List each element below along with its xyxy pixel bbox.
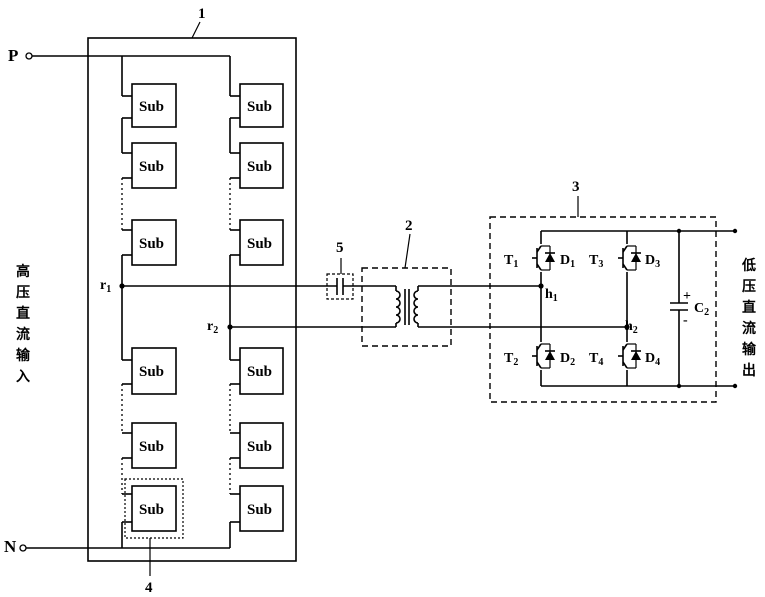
- svg-text:高: 高: [16, 263, 30, 280]
- sub-module: [131, 422, 177, 469]
- node-r2-label: r2: [207, 319, 218, 336]
- node-h1: [538, 283, 544, 289]
- left-column-wiring: [121, 88, 132, 548]
- block-2-outline: [361, 267, 452, 347]
- svg-text:Sub: Sub: [139, 502, 164, 518]
- svg-text:T4: T4: [589, 351, 603, 368]
- svg-text:Sub: Sub: [139, 99, 164, 115]
- input-label: 高 压 直 流 输 入: [16, 263, 31, 385]
- svg-text:D4: D4: [645, 351, 660, 368]
- capacitor-c2: + - C2: [670, 231, 709, 386]
- svg-text:D2: D2: [560, 351, 575, 368]
- svg-text:Sub: Sub: [247, 159, 272, 175]
- label-block-3: 3: [572, 179, 580, 195]
- svg-text:Sub: Sub: [247, 439, 272, 455]
- terminal-p-label: P: [8, 46, 18, 65]
- svg-text:D3: D3: [645, 253, 660, 270]
- svg-text:Sub: Sub: [247, 364, 272, 380]
- sub-module: [239, 422, 284, 469]
- terminal-p: [25, 52, 33, 60]
- left-sub-modules: Sub Sub Sub Sub Sub Sub: [124, 83, 184, 539]
- label-block-4: 4: [145, 580, 153, 596]
- svg-text:Sub: Sub: [139, 364, 164, 380]
- igbt-switch-t3: T3 D3: [589, 244, 660, 272]
- sub-module: [239, 83, 284, 128]
- terminal-n-label: N: [4, 537, 17, 556]
- sub-module: [239, 219, 284, 266]
- igbt-switch-t1: T1 D1: [504, 244, 575, 272]
- svg-text:T1: T1: [504, 253, 518, 270]
- svg-text:低: 低: [741, 257, 756, 274]
- svg-text:出: 出: [742, 362, 756, 379]
- svg-text:D1: D1: [560, 253, 575, 270]
- transformer-coils: [395, 286, 419, 327]
- svg-text:Sub: Sub: [247, 236, 272, 252]
- sub-module: [131, 142, 177, 189]
- svg-text:Sub: Sub: [139, 159, 164, 175]
- svg-text:输: 输: [742, 341, 757, 358]
- sub-module-highlighted: [131, 485, 177, 532]
- svg-text:流: 流: [742, 320, 756, 337]
- svg-text:-: -: [683, 313, 688, 328]
- svg-text:直: 直: [16, 305, 30, 322]
- node-h2-label: h2: [625, 319, 638, 336]
- sub-module: [131, 219, 177, 266]
- svg-text:直: 直: [742, 299, 756, 316]
- output-label: 低 压 直 流 输 出: [741, 257, 757, 379]
- node-h2: [624, 324, 630, 330]
- svg-text:Sub: Sub: [139, 439, 164, 455]
- node-h1-label: h1: [545, 287, 558, 304]
- svg-text:入: 入: [16, 369, 30, 385]
- sub-module: [239, 485, 284, 532]
- block-5-outline: [326, 273, 354, 300]
- igbt-switch-t4: T4 D4: [589, 342, 660, 370]
- svg-text:流: 流: [16, 326, 30, 343]
- right-column-wiring: [229, 88, 240, 548]
- svg-text:+: +: [683, 289, 691, 304]
- label-block-2: 2: [405, 218, 413, 234]
- svg-text:T3: T3: [589, 253, 603, 270]
- right-sub-modules: Sub Sub Sub Sub Sub Sub: [239, 83, 284, 532]
- svg-text:T2: T2: [504, 351, 518, 368]
- node-r1-label: r1: [100, 278, 111, 295]
- sub-module: [131, 83, 177, 128]
- sub-module: [239, 142, 284, 189]
- igbt-switch-t2: T2 D2: [504, 342, 575, 370]
- sub-module: [131, 347, 177, 395]
- label-block-5: 5: [336, 240, 344, 256]
- sub-module: [239, 347, 284, 395]
- label-block-1: 1: [198, 6, 206, 22]
- svg-text:压: 压: [742, 279, 756, 295]
- svg-text:Sub: Sub: [139, 236, 164, 252]
- svg-text:Sub: Sub: [247, 502, 272, 518]
- svg-text:Sub: Sub: [247, 99, 272, 115]
- svg-text:C2: C2: [694, 301, 709, 318]
- terminal-n: [19, 544, 27, 552]
- block-3-outline: [489, 216, 717, 403]
- svg-text:压: 压: [16, 285, 30, 301]
- block-4-outline: [124, 478, 184, 539]
- svg-text:输: 输: [16, 347, 31, 364]
